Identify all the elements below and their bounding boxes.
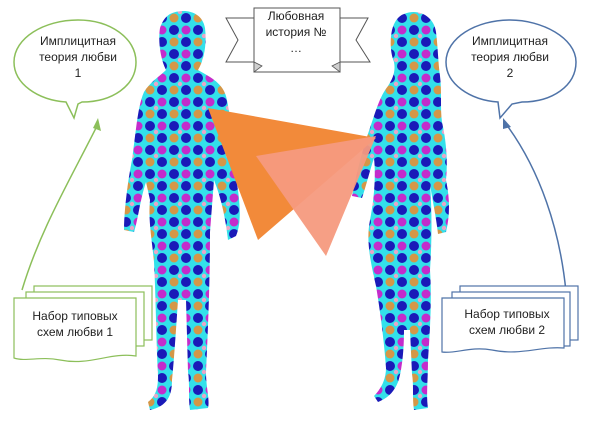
right-theory-line-2: теория любви bbox=[471, 50, 549, 64]
left-schemas-line-1: Набор типовых bbox=[32, 309, 118, 323]
story-scroll-text: Любовная история № … bbox=[250, 8, 342, 56]
right-schemas-line-1: Набор типовых bbox=[464, 307, 550, 321]
left-theory-line-2: теория любви bbox=[39, 50, 117, 64]
right-theory-text: Имплицитная теория любви 2 bbox=[458, 33, 562, 81]
left-theory-line-1: Имплицитная bbox=[40, 34, 116, 48]
left-schemas-line-2: схем любви 1 bbox=[36, 325, 114, 339]
right-theory-line-1: Имплицитная bbox=[472, 34, 548, 48]
left-schemas-text: Набор типовых схем любви 1 bbox=[14, 308, 136, 340]
story-line-1: Любовная bbox=[267, 9, 325, 23]
left-theory-text: Имплицитная теория любви 1 bbox=[26, 33, 130, 81]
left-person-silhouette bbox=[124, 10, 240, 411]
right-theory-line-3: 2 bbox=[506, 66, 514, 80]
right-schemas-stack bbox=[441, 285, 579, 353]
left-theory-bubble bbox=[13, 19, 137, 121]
story-scroll-banner bbox=[225, 7, 371, 73]
story-line-3: … bbox=[290, 41, 302, 55]
left-schemas-stack bbox=[13, 285, 153, 363]
right-schemas-line-2: схем любви 2 bbox=[468, 323, 546, 337]
right-schemas-text: Набор типовых схем любви 2 bbox=[443, 306, 571, 338]
left-feedback-arrow bbox=[21, 118, 101, 291]
right-feedback-arrow bbox=[503, 118, 567, 293]
right-theory-bubble bbox=[445, 19, 577, 120]
left-theory-line-3: 1 bbox=[74, 66, 82, 80]
story-line-2: история № bbox=[265, 25, 327, 39]
right-person-silhouette bbox=[352, 12, 449, 411]
right-attraction-triangle bbox=[256, 136, 376, 256]
